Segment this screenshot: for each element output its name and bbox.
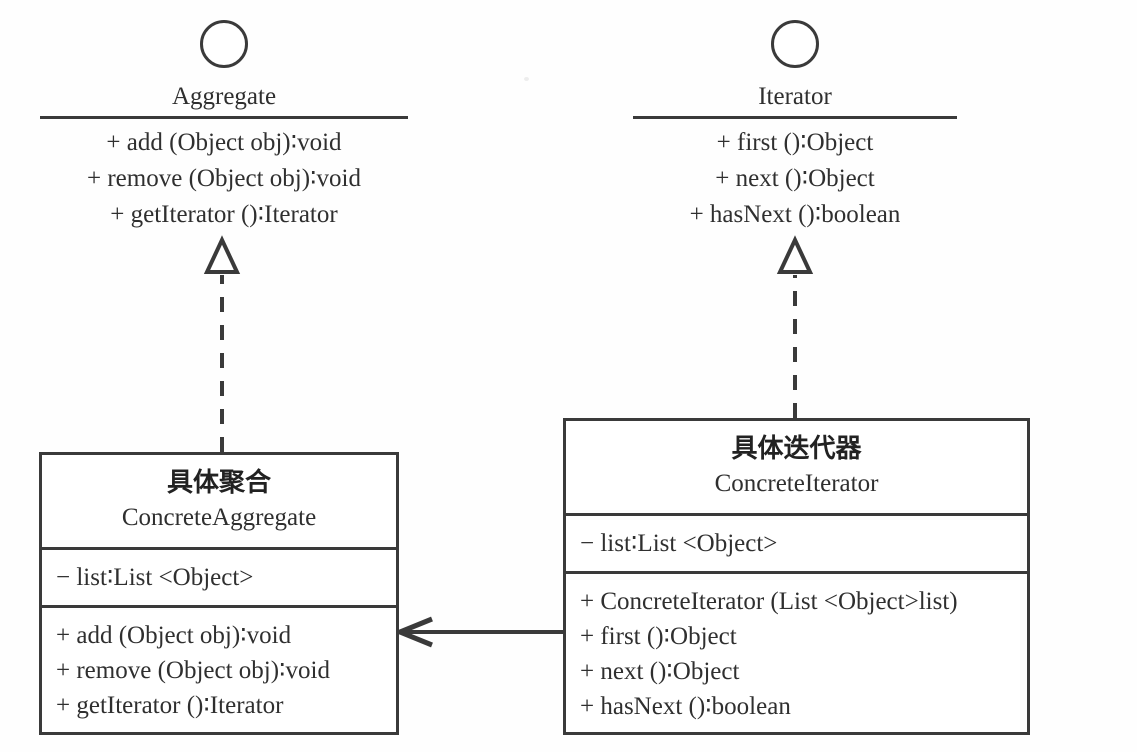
interface-aggregate-operations: + add (Object obj)∶void + remove (Object… [40, 125, 408, 233]
class-concrete-aggregate-operations: + add (Object obj)∶void + remove (Object… [42, 608, 396, 735]
interface-iterator-name: Iterator [758, 83, 832, 110]
operation-row: + first ()∶Object [716, 129, 874, 156]
operation-row: + getIterator ()∶Iterator [110, 201, 338, 228]
class-concrete-iterator-attributes: − list∶List <Object> [566, 516, 1027, 574]
class-concrete-iterator-operations: + ConcreteIterator (List <Object>list) +… [566, 574, 1027, 736]
operation-row: + hasNext ()∶boolean [580, 693, 791, 720]
operation-row: + add (Object obj)∶void [106, 129, 342, 156]
operation-row: + first ()∶Object [580, 623, 737, 650]
lollipop-circle-icon [200, 20, 248, 68]
operation-row: + add (Object obj)∶void [56, 622, 292, 649]
interface-aggregate-name: Aggregate [171, 83, 277, 110]
class-concrete-aggregate: 具体聚合 ConcreteAggregate − list∶List <Obje… [39, 452, 399, 735]
class-name-cn: 具体迭代器 [731, 434, 862, 464]
operation-row: + getIterator ()∶Iterator [56, 692, 284, 719]
interface-iterator: Iterator + first ()∶Object + next ()∶Obj… [633, 20, 957, 233]
class-name-en: ConcreteAggregate [121, 504, 317, 531]
attribute-row: − list∶List <Object> [580, 530, 778, 557]
realization-aggregate [203, 235, 241, 452]
realization-iterator [776, 235, 814, 418]
class-concrete-iterator-header: 具体迭代器 ConcreteIterator [566, 421, 1027, 516]
scan-artifact-speck [524, 77, 529, 81]
attribute-row: − list∶List <Object> [56, 564, 254, 591]
operation-row: + hasNext ()∶boolean [689, 201, 901, 228]
interface-iterator-operations: + first ()∶Object + next ()∶Object + has… [633, 125, 957, 233]
class-concrete-aggregate-attributes: − list∶List <Object> [42, 550, 396, 608]
operation-row: + ConcreteIterator (List <Object>list) [580, 588, 958, 615]
class-concrete-iterator: 具体迭代器 ConcreteIterator − list∶List <Obje… [563, 418, 1030, 735]
interface-aggregate-divider [40, 116, 408, 119]
association-iterator-to-aggregate [393, 616, 563, 648]
class-name-en: ConcreteIterator [714, 470, 879, 497]
class-name-cn: 具体聚合 [166, 468, 271, 498]
operation-row: + remove (Object obj)∶void [87, 165, 361, 192]
interface-aggregate: Aggregate + add (Object obj)∶void + remo… [40, 20, 408, 233]
operation-row: + next ()∶Object [715, 165, 875, 192]
operation-row: + next ()∶Object [580, 658, 740, 685]
lollipop-circle-icon [771, 20, 819, 68]
class-concrete-aggregate-header: 具体聚合 ConcreteAggregate [42, 455, 396, 550]
operation-row: + remove (Object obj)∶void [56, 657, 330, 684]
interface-iterator-divider [633, 116, 957, 119]
